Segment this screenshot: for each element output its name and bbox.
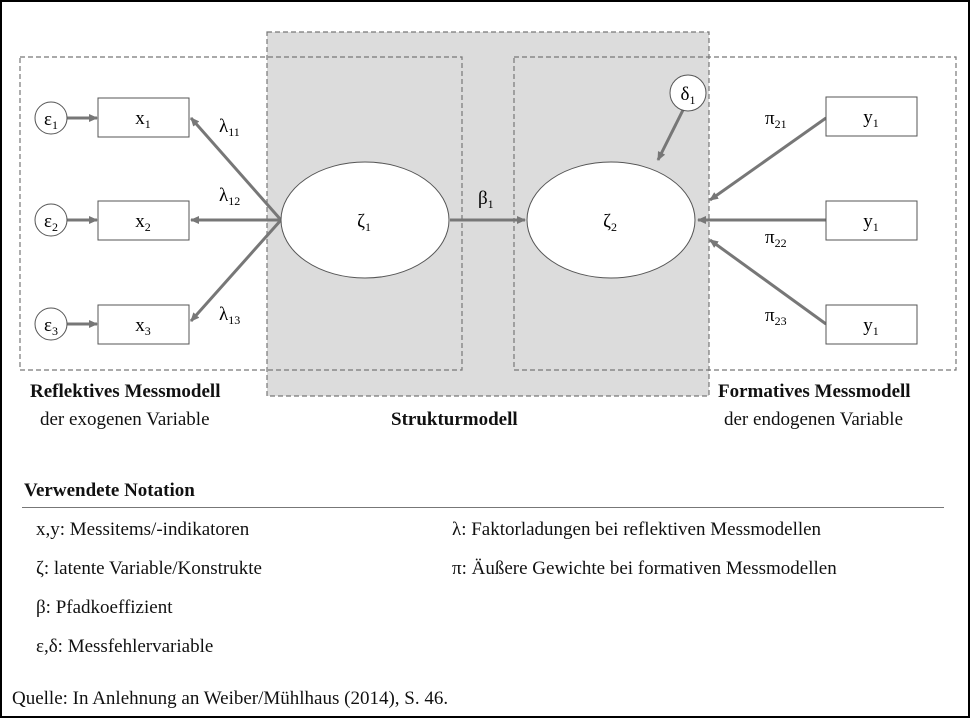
node-x1: x1 — [97, 97, 190, 138]
svg-text:δ1: δ1 — [681, 84, 696, 107]
arrow-lambda11 — [189, 117, 283, 221]
source-citation: Quelle: In Anlehnung an Weiber/Mühlhaus … — [12, 688, 449, 709]
svg-text:ζ1: ζ1 — [357, 211, 371, 234]
svg-text:x1: x1 — [135, 108, 151, 131]
arrow-lambda13 — [189, 219, 283, 322]
label-beta1: β1 — [478, 188, 494, 211]
node-eps3: ε3 — [34, 307, 68, 341]
reflective-model-subtitle: der exogenen Variable — [40, 409, 210, 430]
formative-model-subtitle: der endogenen Variable — [724, 409, 904, 430]
notation-item: ζ: latente Variable/Konstrukte — [36, 558, 262, 579]
notation-item: β: Pfadkoeffizient — [36, 597, 173, 618]
label-pi21: π21 — [765, 108, 787, 131]
label-pi22: π22 — [765, 227, 787, 250]
arrow-pi23 — [709, 238, 827, 326]
label-lambda13: λ13 — [219, 304, 240, 327]
notation-item: ε,δ: Messfehlervariable — [36, 636, 214, 657]
node-y1-middle: y1 — [825, 200, 918, 241]
node-y1-top: y1 — [825, 96, 918, 137]
label-pi23: π23 — [765, 305, 787, 328]
node-eps2: ε2 — [34, 203, 68, 237]
node-x3: x3 — [97, 304, 190, 345]
notation-item: x,y: Messitems/-indikatoren — [36, 519, 250, 540]
notation-item: λ: Faktorladungen bei reflektiven Messmo… — [452, 519, 822, 540]
node-delta1: δ1 — [669, 74, 707, 112]
arrow-pi21 — [709, 116, 827, 202]
node-x2: x2 — [97, 200, 190, 241]
formative-model-region — [513, 56, 957, 371]
svg-text:x3: x3 — [135, 315, 151, 338]
notation-title: Verwendete Notation — [24, 480, 195, 501]
svg-text:ζ2: ζ2 — [603, 211, 617, 234]
svg-text:y1: y1 — [863, 211, 879, 234]
svg-text:x2: x2 — [135, 211, 151, 234]
svg-text:ε1: ε1 — [44, 109, 58, 132]
svg-text:y1: y1 — [863, 315, 879, 338]
node-y1-bottom: y1 — [825, 304, 918, 345]
svg-text:y1: y1 — [863, 107, 879, 130]
svg-text:ε2: ε2 — [44, 211, 58, 234]
node-zeta1: ζ1 — [280, 161, 450, 279]
svg-text:ε3: ε3 — [44, 315, 58, 338]
reflective-model-title: Reflektives Messmodell — [30, 381, 221, 402]
label-lambda12: λ12 — [219, 185, 240, 208]
node-zeta2: ζ2 — [526, 161, 696, 279]
formative-model-title: Formatives Messmodell — [718, 381, 911, 402]
notation-divider — [22, 507, 944, 508]
structural-model-title: Strukturmodell — [391, 409, 518, 430]
label-lambda11: λ11 — [219, 116, 240, 139]
notation-item: π: Äußere Gewichte bei formativen Messmo… — [452, 558, 837, 579]
arrow-delta1 — [656, 109, 685, 161]
node-eps1: ε1 — [34, 101, 68, 135]
reflective-model-region — [19, 56, 463, 371]
